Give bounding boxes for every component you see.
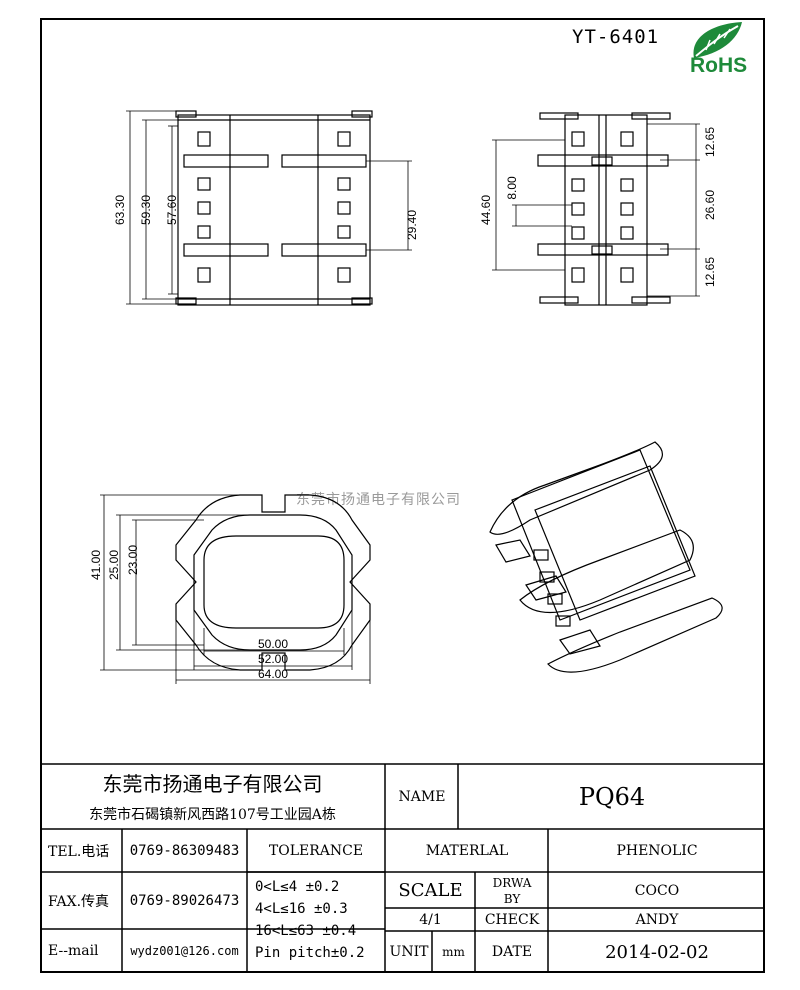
isometric-view <box>489 441 723 673</box>
unit-label: UNIT <box>389 944 429 960</box>
scale-value: 4/1 <box>419 911 442 928</box>
scale-label: SCALE <box>398 880 463 901</box>
check-value: ANDY <box>635 911 679 928</box>
rohs-logo: RoHS <box>680 20 768 82</box>
dim-C: 29.40 <box>405 210 419 240</box>
part-name: PQ64 <box>578 783 646 811</box>
check-label: CHECK <box>484 911 540 928</box>
dim-G: 23.00 <box>126 545 140 575</box>
drawing-frame <box>40 18 765 973</box>
material-label: MATERLAL <box>425 843 509 859</box>
dim-J: 64.00 <box>258 667 288 681</box>
unit-value: mm <box>442 945 465 959</box>
tolerance-row-3: 16<L≤63 ±0.4 <box>255 923 357 939</box>
company-name: 东莞市扬通电子有限公司 <box>102 771 323 796</box>
dim-N: 12.65 <box>703 127 717 157</box>
fax-value: 0769-89026473 <box>129 893 240 909</box>
model-number: YT-6401 <box>572 26 660 48</box>
front-view <box>175 110 373 306</box>
watermark: 东莞市扬通电子有限公司 <box>296 492 461 508</box>
dim-L: 44.60 <box>479 195 493 225</box>
side-view-dimensions <box>492 123 700 297</box>
pin-pitch: Pin pitch±0.2 <box>255 945 365 961</box>
name-label: NAME <box>398 789 446 805</box>
rohs-text: RoHS <box>690 54 748 77</box>
drawn-by-label-2: BY <box>503 891 521 906</box>
tel-label: TEL.电话 <box>48 844 110 860</box>
dim-F: 25.00 <box>107 550 121 580</box>
email-label: E--mail <box>48 943 99 959</box>
date-label: DATE <box>491 944 533 960</box>
drawn-by-value: COCO <box>634 882 680 899</box>
dim-P: 12.65 <box>703 257 717 287</box>
tolerance-row-2: 4<L≤16 ±0.3 <box>255 901 348 917</box>
company-address: 东莞市石碣镇新风西路107号工业园A栋 <box>89 807 336 823</box>
fax-label: FAX.传真 <box>48 894 110 910</box>
tolerance-row-1: 0<L≤4 ±0.2 <box>255 879 340 895</box>
dim-B: 59.30 <box>139 195 153 225</box>
dim-E: 41.00 <box>89 550 103 580</box>
front-view-labels: 63.30 59.30 57.60 29.40 <box>113 195 419 240</box>
dim-M: 8.00 <box>505 176 519 200</box>
tel-value: 0769-86309483 <box>129 843 240 859</box>
dim-H: 50.00 <box>258 637 288 651</box>
material-value: PHENOLIC <box>616 843 698 859</box>
dim-I: 52.00 <box>258 652 288 666</box>
dim-O: 26.60 <box>703 190 717 220</box>
front-view-dimensions <box>126 110 412 305</box>
leaf-icon <box>693 22 742 58</box>
dim-A: 63.30 <box>113 195 127 225</box>
drawn-by-label-1: DRWA <box>492 875 532 890</box>
date-value: 2014-02-02 <box>605 941 709 963</box>
top-view-dimensions <box>100 494 371 684</box>
dim-D: 57.60 <box>165 195 179 225</box>
tolerance-label: TOLERANCE <box>268 843 364 859</box>
top-view-labels: 41.00 25.00 23.00 50.00 52.00 64.00 <box>89 545 288 681</box>
side-view <box>537 112 671 306</box>
email-value: wydz001@126.com <box>130 944 239 958</box>
side-view-labels: 44.60 8.00 12.65 26.60 12.65 <box>479 127 717 287</box>
